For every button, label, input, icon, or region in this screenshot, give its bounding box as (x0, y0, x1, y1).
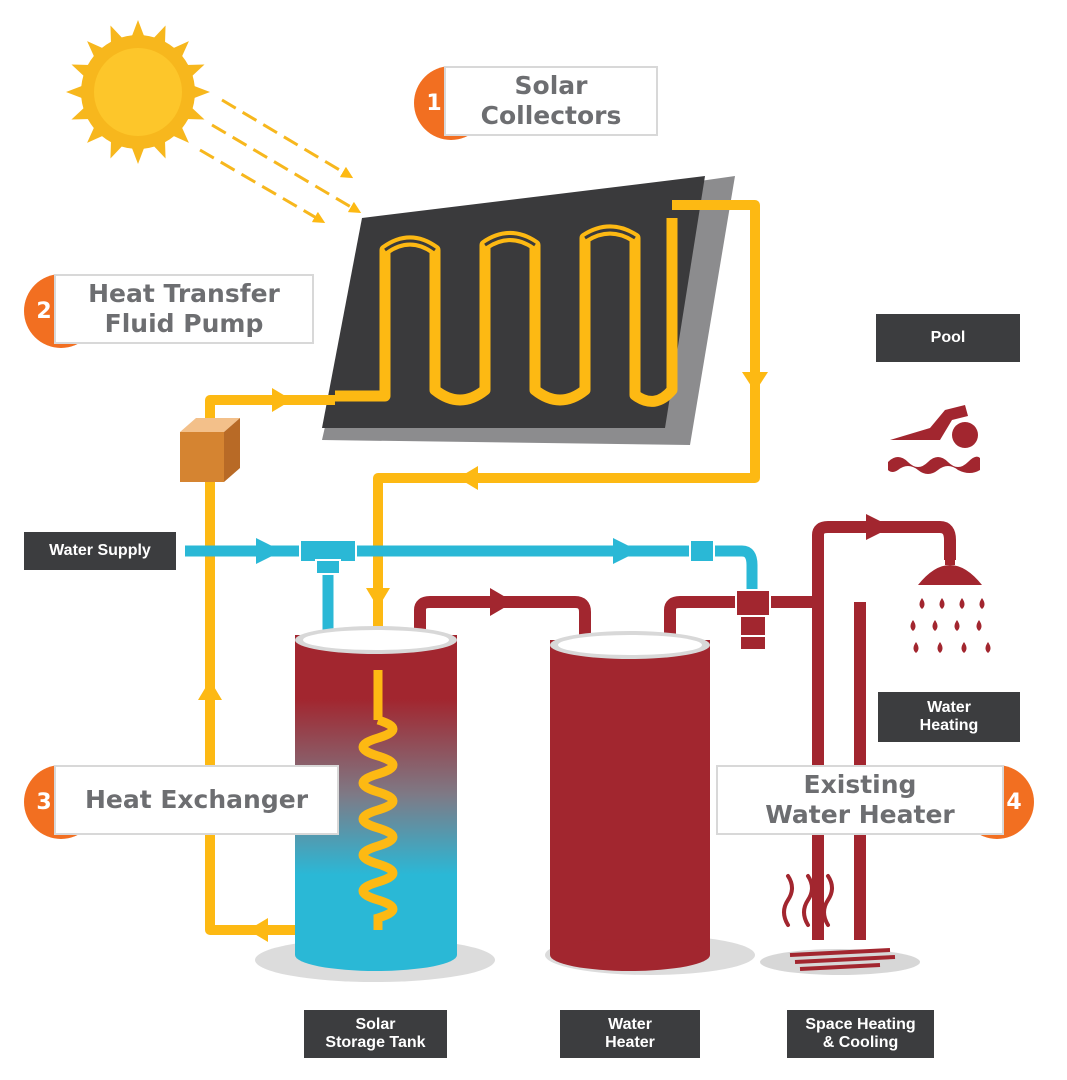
water-heater-label: Water Heater (560, 1010, 700, 1058)
callout-label-existing-heater: Existing Water Heater (716, 765, 1004, 835)
blue-pipe-fittings (256, 538, 715, 575)
water-heater-tank (545, 631, 755, 975)
pool-label: Pool (876, 314, 1020, 362)
yellow-flow-arrows (198, 372, 768, 942)
radiant-floor-coil (760, 948, 920, 975)
shower-icon (910, 555, 991, 653)
existing-heater-callout: 4 Existing Water Heater (716, 765, 1034, 839)
swimmer-icon (888, 405, 980, 474)
callout-label-heat-exchanger: Heat Exchanger (54, 765, 339, 835)
heat-exchanger-callout: 3 Heat Exchanger (24, 765, 339, 839)
solar-collector-panel (322, 176, 735, 445)
solar-collectors-callout: 1 Solar Collectors (414, 66, 658, 140)
pump-callout: 2 Heat Transfer Fluid Pump (24, 274, 314, 348)
heat-waves-icon (782, 874, 834, 927)
callout-label-solar-collectors: Solar Collectors (444, 66, 658, 136)
water-supply-label: Water Supply (24, 532, 176, 570)
solar-storage-tank-label: Solar Storage Tank (304, 1010, 447, 1058)
callout-label-pump: Heat Transfer Fluid Pump (54, 274, 314, 344)
heat-exchanger-coil (358, 670, 398, 930)
red-pipe-fittings (490, 514, 892, 651)
sunlight-arrows (199, 98, 362, 224)
space-heating-label: Space Heating & Cooling (787, 1010, 934, 1058)
water-heating-label: Water Heating (878, 692, 1020, 742)
pump-icon (180, 418, 240, 482)
sun-icon (66, 20, 210, 164)
